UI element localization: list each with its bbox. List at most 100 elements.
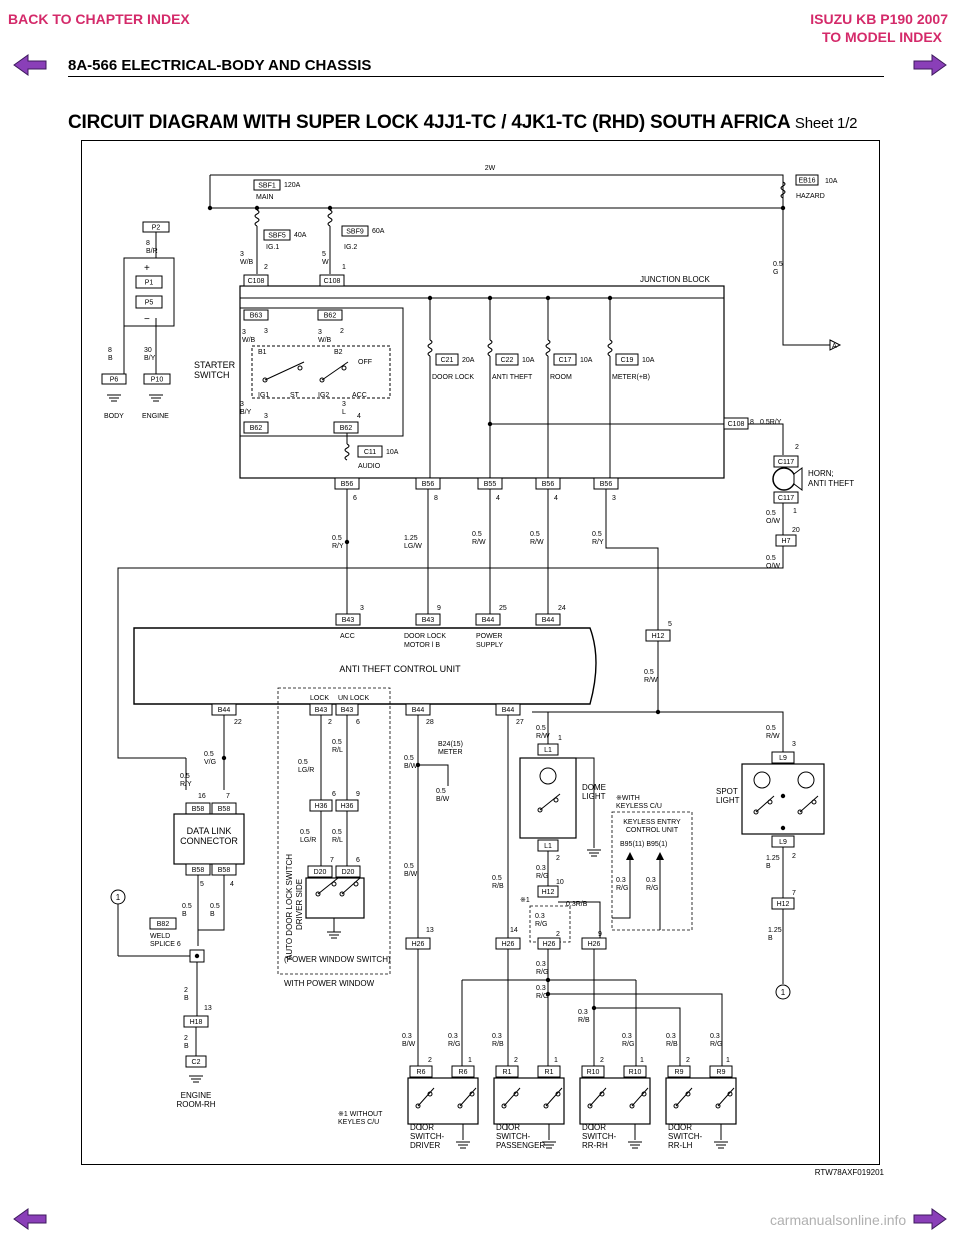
arrow-right-icon[interactable] xyxy=(912,1207,948,1231)
pins-p22: 2 xyxy=(328,719,332,726)
b44-box xyxy=(535,613,561,626)
labels-lock: LOCK xyxy=(310,695,329,702)
pins-p17: 9 xyxy=(437,605,441,612)
splice-dot xyxy=(780,793,786,799)
switch-contact xyxy=(331,881,337,887)
fuses-c22: C22 xyxy=(501,357,514,364)
pins-p40: 13 xyxy=(204,1005,212,1012)
c21-box xyxy=(435,353,459,366)
left-p2: P2 xyxy=(152,225,161,232)
fuse-icon xyxy=(545,339,551,357)
wire-dlc-gnd2 xyxy=(198,875,225,931)
connectors-h26a: H26 xyxy=(412,941,425,948)
sbf5-box xyxy=(263,229,291,241)
pins-p10: 20 xyxy=(792,527,800,534)
spot-light xyxy=(741,763,825,835)
fuses-c21_name: DOOR LOCK xyxy=(432,374,474,381)
connectors-h12c: H12 xyxy=(777,901,790,908)
pins-p33: 4 xyxy=(230,881,234,888)
fuse-icon xyxy=(780,181,786,199)
left-p10: P10 xyxy=(151,377,164,384)
lamp-icon xyxy=(753,771,771,789)
b62-box xyxy=(333,421,359,434)
splice-dot xyxy=(780,825,786,831)
sheet-label: Sheet 1/2 xyxy=(794,115,858,132)
fuses-sbf9: SBF9 xyxy=(346,229,364,236)
splice-dot xyxy=(545,977,551,983)
pins-p15: 3 xyxy=(612,495,616,502)
connectors-b44c: B44 xyxy=(218,707,231,714)
fuses-hazard: HAZARD xyxy=(796,193,825,200)
left-p1: P1 xyxy=(145,280,154,287)
c108-box xyxy=(243,274,269,287)
connectors-r6a: R6 xyxy=(417,1069,426,1076)
pins-p29: 9 xyxy=(356,791,360,798)
switch-icon xyxy=(545,1087,563,1107)
switch-icon xyxy=(264,361,305,381)
battery-box xyxy=(123,257,175,327)
pins-p16: 3 xyxy=(360,605,364,612)
c11-box xyxy=(357,445,383,458)
connectors-h12a: H12 xyxy=(652,633,665,640)
arrow-left-icon[interactable] xyxy=(12,1207,48,1231)
watermark: carmanualsonline.info xyxy=(770,1212,907,1228)
connectors-c2: C2 xyxy=(192,1059,201,1066)
connectors-b58a: B58 xyxy=(192,806,205,813)
bus-rg2 xyxy=(548,993,723,1066)
fuse-icon xyxy=(487,339,493,357)
pins-p47: 2 xyxy=(514,1057,518,1064)
fuses-c22_name: ANTI THEFT xyxy=(492,374,533,381)
splice-dot xyxy=(545,991,551,997)
horn-bell-icon xyxy=(793,467,803,491)
labels-a: A xyxy=(832,343,837,350)
labels-doorlock: DOOR LOCK xyxy=(404,633,446,640)
switch-ig2: IG2 xyxy=(318,392,329,399)
connectors-l1b: L1 xyxy=(544,843,552,850)
connectors-b62c: B62 xyxy=(340,425,353,432)
c108-box xyxy=(319,274,345,287)
connectors-b43a: B43 xyxy=(342,617,355,624)
battery-minus-icon: − xyxy=(144,314,150,325)
switch-st: ST xyxy=(290,392,300,399)
to-model-index-link[interactable]: TO MODEL INDEX xyxy=(821,29,942,45)
connectors-h7: H7 xyxy=(782,538,791,545)
arrow-up-icon xyxy=(656,852,664,860)
fuses-ig2: IG.2 xyxy=(344,244,357,251)
connectors-l1a: L1 xyxy=(544,747,552,754)
connectors-b44a: B44 xyxy=(482,617,495,624)
b62-box xyxy=(317,309,343,321)
connectors-b55: B55 xyxy=(484,481,497,488)
d20-box xyxy=(335,865,361,878)
arrow-right-icon[interactable] xyxy=(912,53,948,77)
ground-icon xyxy=(149,394,163,402)
starter-switch-box xyxy=(239,307,404,437)
section-header: 8A-566 ELECTRICAL-BODY AND CHASSIS xyxy=(68,57,372,74)
wire-rb xyxy=(558,901,601,938)
back-to-chapter-link[interactable]: BACK TO CHAPTER INDEX xyxy=(8,11,190,27)
b43-box xyxy=(415,613,441,626)
connectors-h36b: H36 xyxy=(341,803,354,810)
pins-p21: 22 xyxy=(234,719,242,726)
arrow-left-icon[interactable] xyxy=(12,53,48,77)
labels-hornline1: HORN; xyxy=(808,469,834,478)
connectors-b56b: B56 xyxy=(422,481,435,488)
switch-icon xyxy=(341,877,361,895)
page-title: CIRCUIT DIAGRAM WITH SUPER LOCK 4JJ1-TC … xyxy=(68,112,858,134)
wire-c117 xyxy=(748,423,784,455)
pins-p28: 6 xyxy=(332,791,336,798)
labels-with_pw: WITH POWER WINDOW xyxy=(284,979,375,988)
model-title-link[interactable]: ISUZU KB P190 2007 xyxy=(810,11,948,27)
connectors-b63: B63 xyxy=(250,313,263,320)
keyless-region xyxy=(611,811,693,931)
